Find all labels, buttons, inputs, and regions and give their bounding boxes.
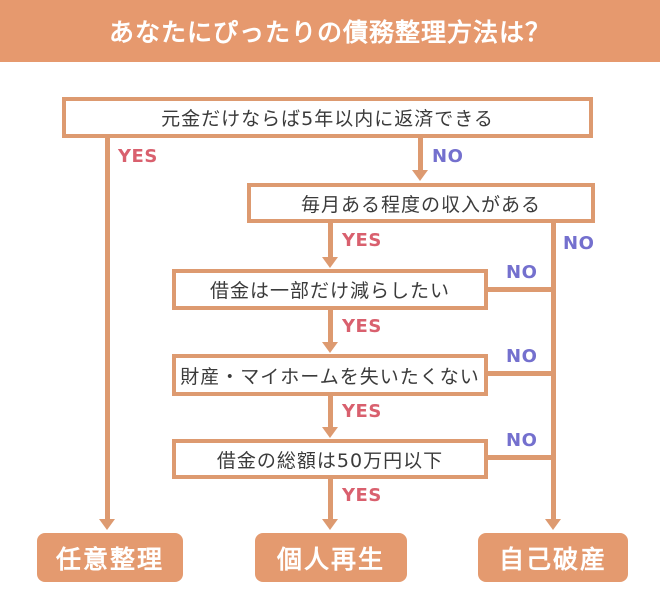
label-no-q2: NO bbox=[563, 233, 595, 254]
label-yes-q3: YES bbox=[342, 316, 382, 337]
connector-no-q3-to-right bbox=[488, 287, 553, 292]
label-yes-q5: YES bbox=[342, 485, 382, 506]
question-box-repay-within-5-years: 元金だけならば5年以内に返済できる bbox=[62, 97, 593, 138]
label-yes-q2: YES bbox=[342, 230, 382, 251]
connector-yes-q1-to-r1 bbox=[105, 137, 110, 521]
arrowhead-into-q5 bbox=[322, 427, 338, 438]
connector-yes-q4-to-q5 bbox=[328, 394, 333, 432]
arrowhead-into-r1 bbox=[99, 519, 115, 530]
connector-no-q4-to-right bbox=[488, 371, 553, 376]
result-box-voluntary-arrangement: 任意整理 bbox=[37, 533, 183, 582]
label-no-q1: NO bbox=[432, 146, 464, 167]
label-no-q5: NO bbox=[506, 430, 538, 451]
page-title: あなたにぴったりの債務整理方法は？ bbox=[0, 0, 660, 62]
arrowhead-into-r3 bbox=[545, 519, 561, 530]
connector-no-q5-to-right bbox=[488, 455, 553, 460]
label-yes-q4: YES bbox=[342, 401, 382, 422]
connector-no-q1-to-q2 bbox=[418, 136, 423, 174]
label-no-q3: NO bbox=[506, 262, 538, 283]
question-box-reduce-part-of-debt: 借金は一部だけ減らしたい bbox=[172, 269, 488, 310]
question-box-debt-under-500k: 借金の総額は50万円以下 bbox=[172, 439, 488, 479]
question-box-monthly-income: 毎月ある程度の収入がある bbox=[247, 183, 595, 223]
connector-yes-q3-to-q4 bbox=[328, 308, 333, 346]
label-yes-q1: YES bbox=[118, 146, 158, 167]
label-no-q4: NO bbox=[506, 346, 538, 367]
arrowhead-into-q4 bbox=[322, 342, 338, 353]
arrowhead-into-r2 bbox=[322, 519, 338, 530]
arrowhead-into-q3 bbox=[322, 257, 338, 268]
connector-yes-q5-to-r2 bbox=[328, 477, 333, 521]
result-box-individual-rehabilitation: 個人再生 bbox=[255, 533, 407, 582]
connector-yes-q2-to-q3 bbox=[328, 221, 333, 261]
question-box-keep-property-home: 財産・マイホームを失いたくない bbox=[172, 354, 488, 396]
arrowhead-into-q2 bbox=[412, 170, 428, 181]
result-box-bankruptcy: 自己破産 bbox=[478, 533, 628, 582]
connector-no-q2-to-r3 bbox=[551, 221, 556, 521]
